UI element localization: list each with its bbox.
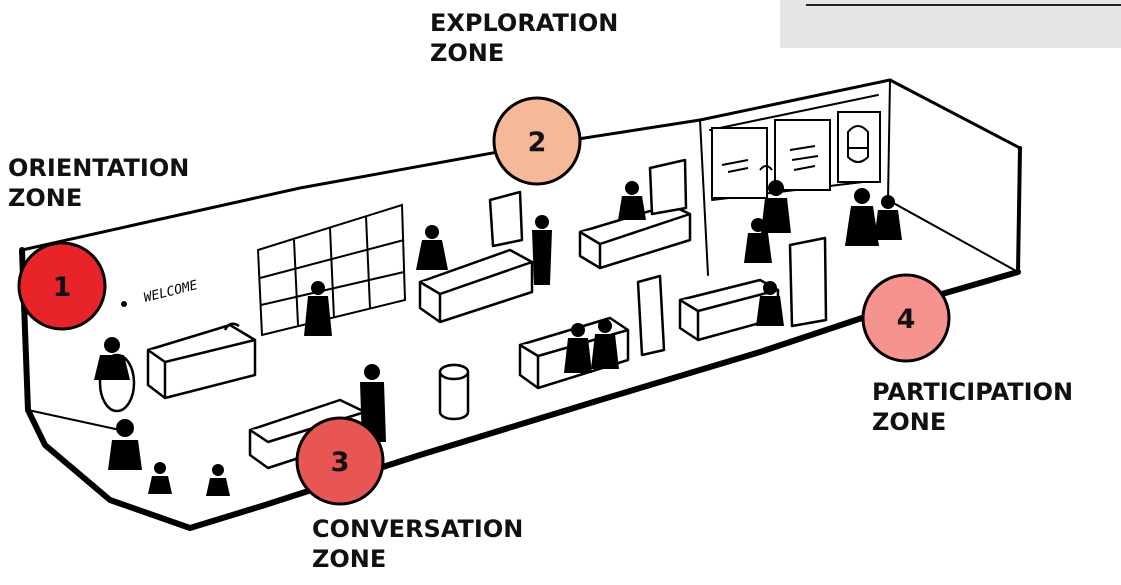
zone-badge-4: 4 <box>861 273 951 363</box>
zone-label-line: ZONE <box>430 39 505 67</box>
zone-label-participation: PARTICIPATION ZONE <box>872 377 1073 437</box>
furniture <box>98 158 828 470</box>
zone-label-line: ZONE <box>312 545 387 573</box>
zone-number: 1 <box>53 272 72 303</box>
zone-label-orientation: ORIENTATION ZONE <box>8 153 189 213</box>
info-panel <box>780 0 1121 48</box>
zone-number: 4 <box>897 304 916 335</box>
panel-divider <box>806 4 1121 6</box>
display-board <box>256 203 407 337</box>
zone-number: 3 <box>331 447 350 478</box>
zone-number: 2 <box>528 127 547 158</box>
zone-label-line: EXPLORATION <box>430 9 619 37</box>
wall-panels <box>711 111 881 199</box>
zone-label-line: CONVERSATION <box>312 515 524 543</box>
zone-label-line: PARTICIPATION <box>872 378 1074 406</box>
zone-label-conversation: CONVERSATION ZONE <box>312 514 523 574</box>
zone-badge-1: 1 <box>17 241 107 331</box>
zone-badge-2: 2 <box>492 96 582 186</box>
zone-label-exploration: EXPLORATION ZONE <box>430 8 618 68</box>
zone-label-line: ORIENTATION <box>8 154 190 182</box>
zone-label-line: ZONE <box>872 408 947 436</box>
people <box>94 180 902 496</box>
zone-badge-3: 3 <box>295 416 385 506</box>
welcome-sign: WELCOME <box>142 278 199 306</box>
sign-dot <box>121 301 127 307</box>
zone-label-line: ZONE <box>8 184 83 212</box>
